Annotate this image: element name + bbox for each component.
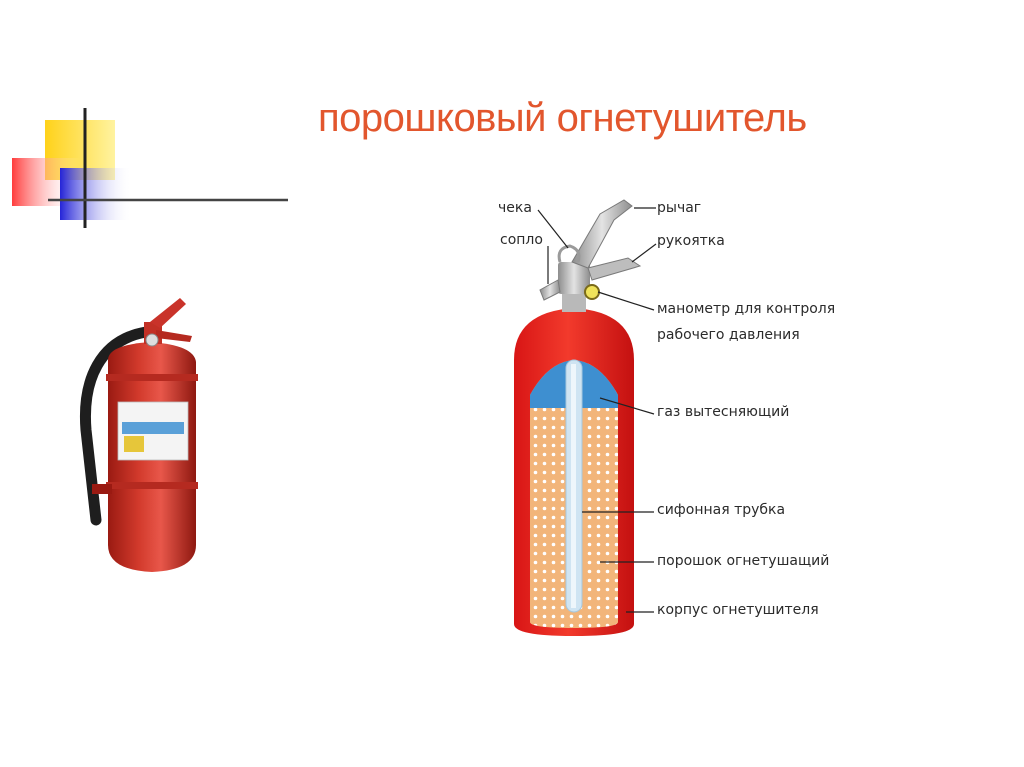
corner-decoration [12, 108, 288, 228]
label-body: корпус огнетушителя [657, 602, 819, 618]
nozzle [539, 279, 561, 301]
pin [557, 244, 581, 263]
leader-handle [631, 243, 657, 263]
label-gauge-line1: манометр для контроля [657, 301, 836, 317]
hose [79, 326, 152, 526]
label-stripe [122, 422, 184, 434]
label-powder: порошок огнетушащий [657, 553, 830, 569]
label-siphon: сифонная трубка [657, 502, 786, 518]
label-nozzle: сопло [500, 232, 543, 248]
body-ring-bottom [106, 482, 198, 489]
leader-gauge [597, 291, 655, 311]
leader-gas [599, 397, 655, 415]
blue-square [60, 168, 132, 220]
valve-lever [150, 298, 186, 328]
leader-lines [537, 207, 657, 613]
body-ring-top [106, 374, 198, 381]
label-lever: рычаг [657, 200, 702, 216]
valve-body [558, 262, 590, 294]
label-gauge-line2: рабочего давления [657, 327, 800, 343]
gauge [584, 284, 600, 300]
siphon-tube-highlight [571, 364, 576, 608]
slide-title: порошковый огнетушитель [318, 96, 807, 140]
label-pin: чека [498, 200, 532, 216]
neck [562, 292, 586, 312]
label-handle: рукоятка [657, 233, 725, 249]
valve-handle [156, 330, 192, 342]
lever [571, 199, 633, 269]
photo-gauge [145, 333, 159, 347]
hose-clip [92, 484, 112, 494]
handle [587, 257, 642, 281]
label-gas: газ вытесняющий [657, 404, 790, 420]
leader-pin [537, 209, 569, 249]
label-block [124, 436, 144, 452]
